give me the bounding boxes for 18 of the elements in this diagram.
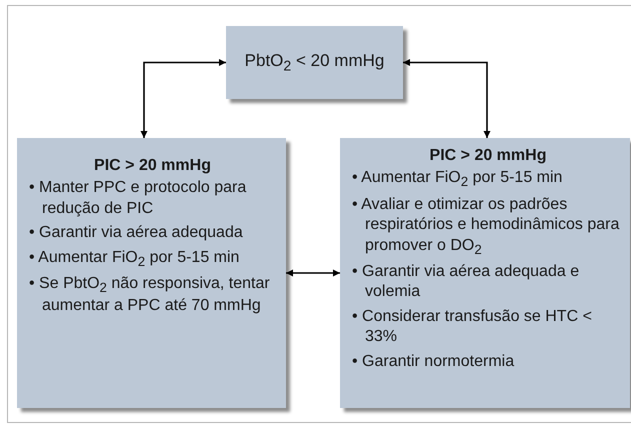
- double-arrow: [140, 59, 226, 138]
- bullet-item: • Garantir via aérea adequada: [29, 223, 244, 244]
- bullet-item: • Aumentar FiO$_{2}$ por 5-15 min: [352, 168, 564, 191]
- process-box: [17, 138, 286, 408]
- bullet-item: • Aumentar FiO$_{2}$ por 5-15 min: [29, 248, 240, 270]
- process-box: [226, 26, 403, 99]
- double-arrow: [286, 270, 340, 276]
- double-arrow: [403, 59, 490, 138]
- bullet-item: • Se PbtO$_{2}$ não responsiva, tentar aumentar a PPC até 70 mmHg: [29, 274, 271, 316]
- bullet-item: • Garantir normotermia: [352, 352, 516, 372]
- condition-text: PbtO$_{2}$ < 20 mmHg: [244, 50, 384, 70]
- box-heading: PIC > 20 mmHg: [428, 146, 548, 166]
- bullet-item: • Avaliar e otimizar os padrões respiratórios e hemodinâmicos para promover o DO$_{2}$: [352, 194, 620, 258]
- bullet-item: • Considerar transfusão se HTC < 33%: [352, 306, 593, 348]
- bullet-item: • Garantir via aérea adequada e volemia: [352, 262, 580, 302]
- bullet-item: • Manter PPC e protocolo para redução de PIC: [29, 178, 248, 219]
- box-heading: PIC > 20 mmHg: [93, 156, 212, 176]
- process-box: [340, 138, 630, 408]
